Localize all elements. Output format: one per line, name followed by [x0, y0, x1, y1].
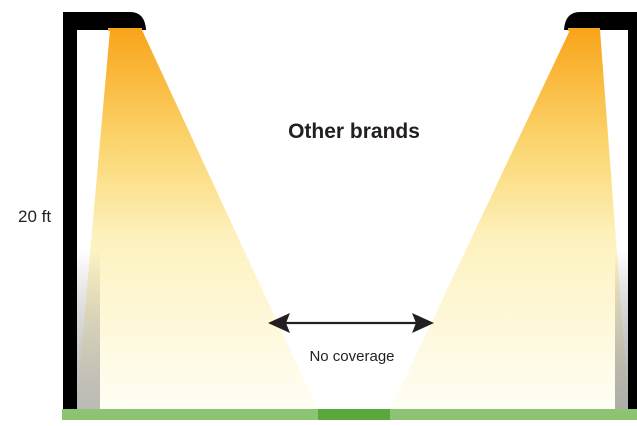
left-pole-shadow: [76, 250, 100, 410]
diagram-title: Other brands: [0, 120, 637, 144]
left-pole-post: [63, 12, 77, 410]
left-pole-arm: [63, 12, 146, 30]
no-coverage-label: No coverage: [292, 348, 412, 365]
pole-height-label: 20 ft: [18, 207, 51, 227]
left-lamp-head: [108, 28, 142, 31]
right-lamp-head: [568, 28, 600, 31]
no-coverage-arrow: [268, 313, 434, 333]
right-light-beam: [390, 30, 629, 410]
right-pole-arm: [564, 12, 637, 30]
right-pole-shadow: [615, 250, 629, 410]
ground-unlit-gap: [318, 409, 390, 420]
right-pole-post: [628, 12, 637, 410]
left-light-beam: [76, 30, 318, 410]
